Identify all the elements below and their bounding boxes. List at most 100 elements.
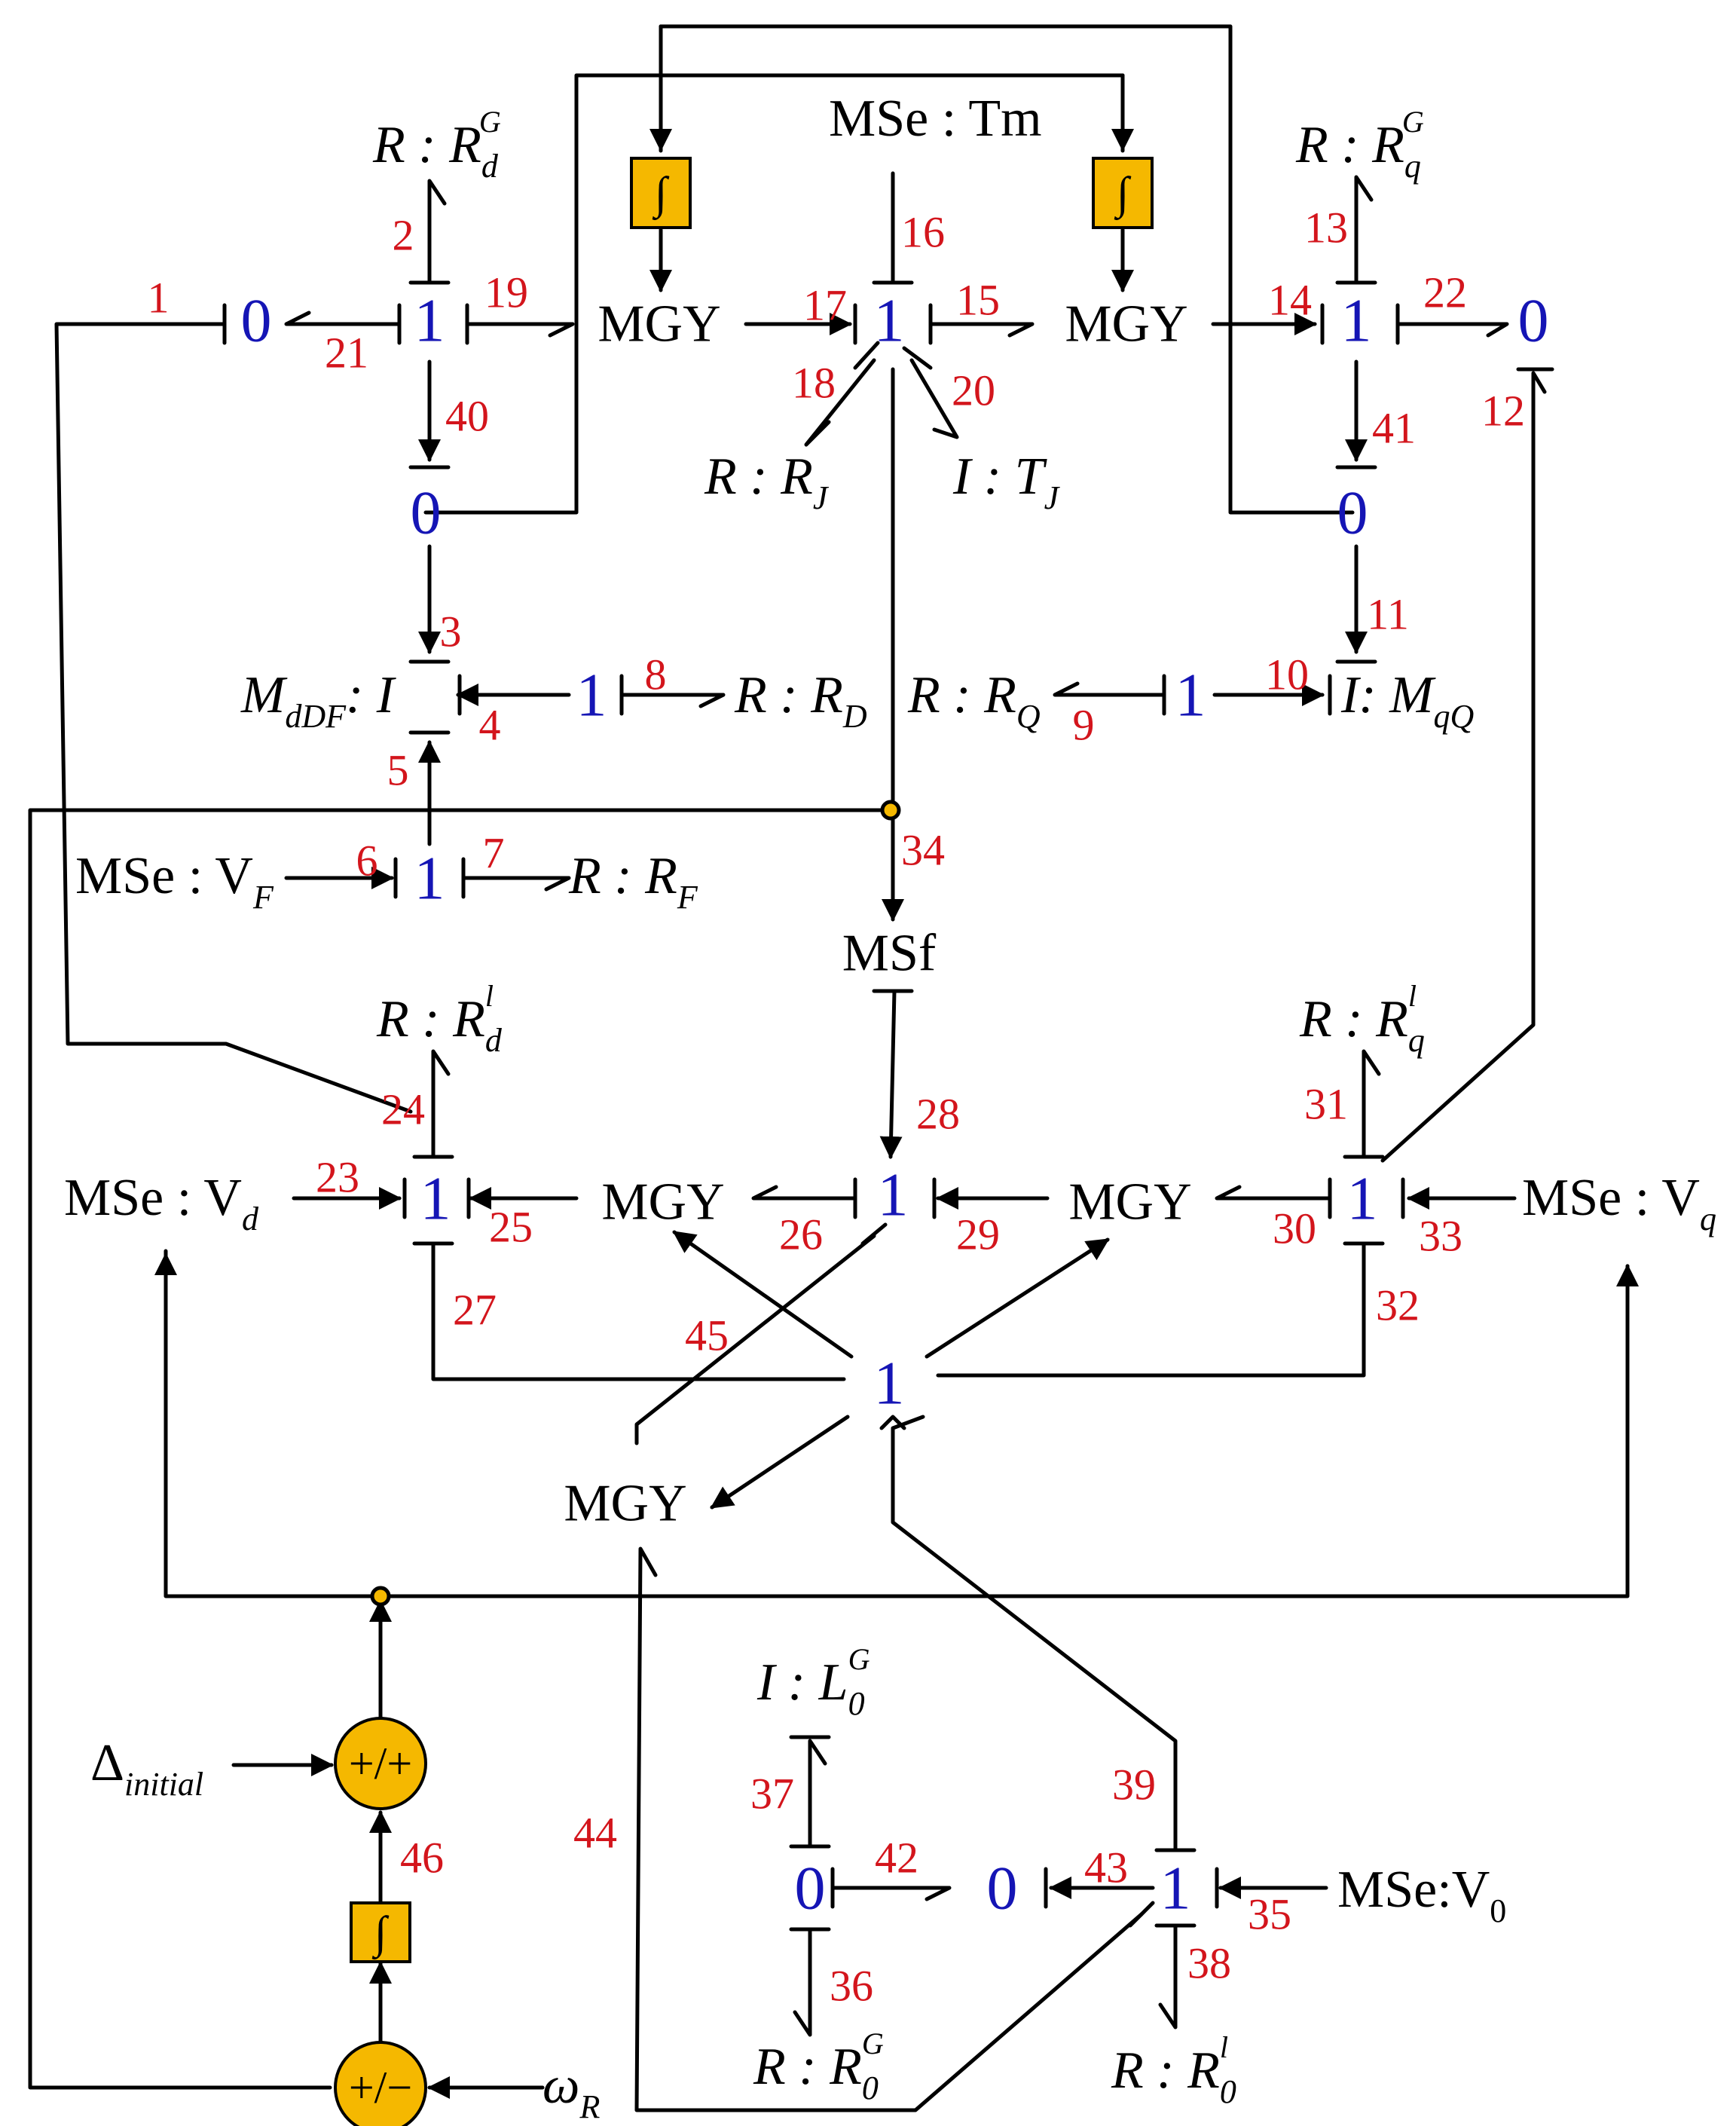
r-r0l-label: R : R0l [1111,2030,1236,2110]
junctions: 0 1 1 0 1 1 1 0 0 1 1 1 1 1 1 0 0 [241,286,1549,1923]
m-main: M [240,666,288,724]
fan-to-mgy-bottom [710,1415,850,1510]
bond-number-24: 24 [381,1085,425,1134]
junction-0-q-flux: 0 [1337,479,1368,547]
sum-plus-plus-symbol: +/+ [349,1739,412,1788]
bond-8 [619,693,726,708]
bond-36 [793,1927,812,2037]
delta-subscript: initial [124,1766,203,1803]
r-prefix: R : R [372,116,481,174]
superscript-g: G [479,105,501,139]
omega-subscript: R [579,2088,600,2125]
bond-number-34: 34 [901,826,945,875]
subscript-d: d [242,1201,259,1237]
bond-number-6: 6 [356,837,378,886]
junction-1-zero-ground: 0 [795,1854,826,1923]
subscript-d: d [485,1022,503,1059]
bond-32 [936,1241,1366,1378]
r-prefix: R : R [568,847,677,905]
r-prefix: R : R [704,448,813,506]
r-prefix: R : R [734,666,843,724]
subscript-q: q [1404,148,1421,185]
mse-vq-label: MSe : Vq [1522,1169,1716,1237]
integral-symbol: ∫ [1114,168,1132,221]
subscript-j: J [813,479,830,516]
bond-number-31: 31 [1304,1080,1348,1129]
bond-15 [928,322,1035,338]
bond-number-2: 2 [393,211,414,260]
subscript-d: d [481,148,499,185]
subscript-D: D [842,698,867,735]
subscript-0: 0 [1220,2073,1236,2110]
r-rq-label: R : RQ [907,666,1041,735]
bond-number-32: 32 [1376,1281,1420,1330]
mse-v0-main: MSe:V [1337,1861,1490,1919]
mse-vd-main: MSe : V [64,1169,242,1227]
bond-38 [1158,1923,1178,2030]
superscript-l: l [485,979,494,1013]
fan-to-mgy-left [672,1230,854,1359]
fan-tick [879,1415,906,1430]
colon-m: : M [1359,666,1436,724]
mse-vd-label: MSe : Vd [64,1169,259,1237]
superscript-g: G [1402,105,1424,139]
bond-28 [879,989,903,1159]
junction-1-field: 1 [414,844,445,913]
mgy-top-right: MGY [1065,295,1187,353]
bond-27 [431,1241,846,1381]
r-rdg-label: R : RdG [372,105,501,185]
signal-vd-vq [164,1249,1630,1598]
bond-number-44: 44 [573,1809,617,1858]
integral-symbol: ∫ [653,168,670,221]
bond-number-22: 22 [1423,268,1467,317]
subscript-j: J [1044,479,1061,516]
r-prefix: R : R [376,990,485,1048]
bond-number-17: 17 [803,281,847,330]
bond-number-12: 12 [1481,387,1525,436]
junction-1-top-center: 1 [874,286,905,355]
bond-18 [804,358,876,447]
bond-19 [465,322,575,338]
junction-1-d-axis: 1 [420,1164,451,1233]
mgy-top-left: MGY [598,295,720,353]
i-prefix: I : [952,448,1015,506]
junction-1-top-left: 1 [414,286,445,355]
r-rf-label: R : RF [568,847,698,916]
subscript-Q: Q [1016,698,1041,735]
bond-number-39: 39 [1112,1760,1156,1809]
junction-1-zero-seq: 1 [1160,1854,1191,1923]
junction-0-top-right: 0 [1518,286,1549,355]
i-mqq-label: I: MqQ [1340,666,1474,735]
bond-13 [1354,175,1374,285]
r-prefix: R : R [1299,990,1408,1048]
bond-number-14: 14 [1268,276,1312,325]
bond-number-16: 16 [901,208,945,257]
bond-1 [54,322,413,1114]
omega-main: ω [542,2057,579,2115]
m-ddf-label: MdDF: I [240,666,397,735]
bond-number-11: 11 [1367,590,1409,639]
subscript-q: q [1408,1022,1425,1059]
junction-1-top-right: 1 [1341,286,1372,355]
tj-main: T [1015,448,1048,506]
bond-42 [830,1886,952,1901]
subscript-0: 0 [862,2069,879,2106]
superscript-g: G [848,1642,870,1676]
subscript-ddf: dDF [285,698,347,735]
bond-numbers: 1 2 3 4 5 6 7 8 9 10 11 12 13 14 15 16 1… [148,203,1526,2011]
bond-44 [634,1546,1144,2112]
bond-number-7: 7 [483,829,505,878]
bond-number-19: 19 [484,268,528,317]
sum-block-plus-minus: +/− [334,2041,427,2126]
bond-number-37: 37 [750,1770,794,1819]
bond-number-25: 25 [489,1203,533,1252]
mse-vf-main: MSe : V [75,847,253,905]
integrator-bottom: ∫ [350,1901,411,1963]
bond-number-5: 5 [387,746,409,795]
subscript-f: F [252,879,274,916]
bond-number-13: 13 [1304,203,1348,252]
r-rqg-label: R : RqG [1295,105,1424,185]
junction-1-d-damper: 1 [576,661,607,730]
i-tj-label: I : TJ [952,448,1061,516]
